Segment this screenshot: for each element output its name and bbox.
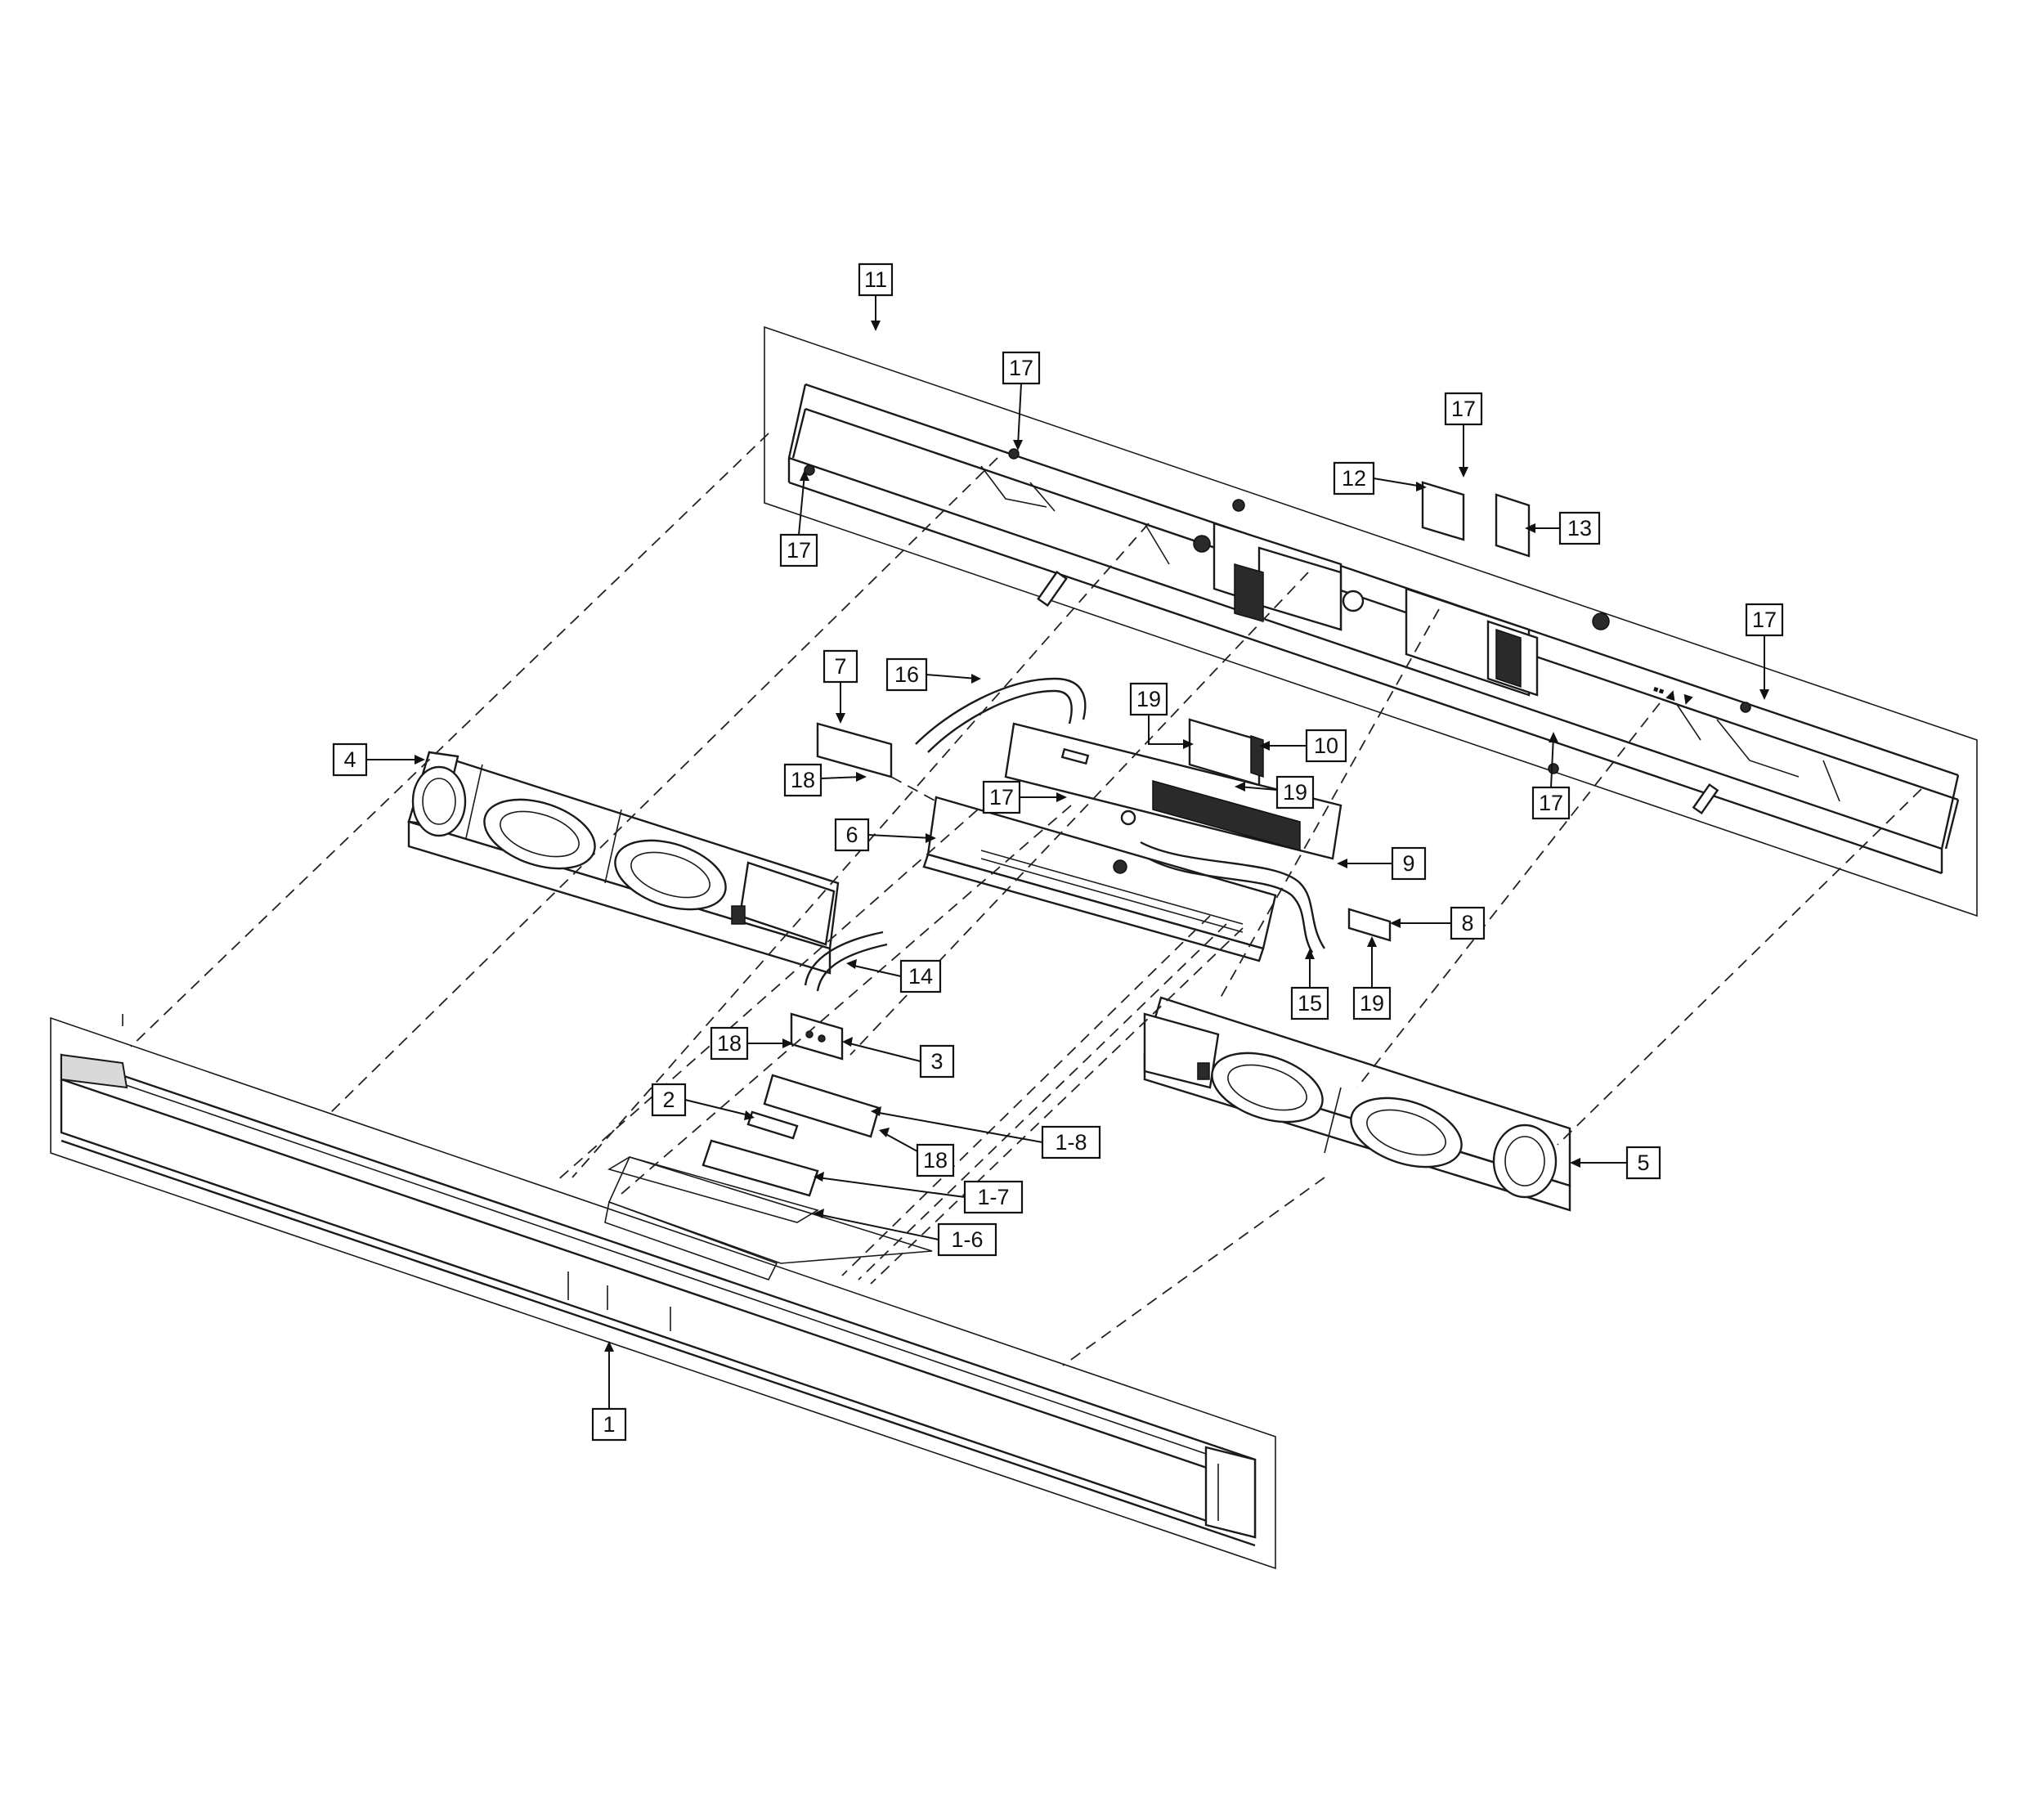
callout-19-right: 19 (1235, 775, 1315, 810)
svg-text:10: 10 (1314, 733, 1338, 758)
svg-text:17: 17 (1539, 791, 1563, 815)
svg-text:18: 18 (717, 1031, 742, 1056)
callout-1-8: 1-8 (871, 1106, 1101, 1159)
callout-17-top: 17 (1002, 351, 1041, 451)
svg-text:15: 15 (1298, 991, 1322, 1016)
svg-text:1-6: 1-6 (951, 1227, 983, 1252)
cable-16 (915, 677, 1087, 745)
svg-text:17: 17 (787, 538, 811, 563)
callout-1-6: 1-6 (814, 1209, 997, 1257)
callout-9: 9 (1337, 846, 1427, 881)
callout-18-lower: 18 (879, 1128, 955, 1177)
svg-text:13: 13 (1567, 516, 1592, 540)
panel-1-7 (702, 1139, 819, 1197)
callout-8: 8 (1390, 906, 1486, 940)
callout-4: 4 (332, 742, 425, 777)
callout-5: 5 (1570, 1146, 1661, 1180)
svg-text:1-7: 1-7 (977, 1185, 1009, 1209)
callout-2: 2 (651, 1083, 755, 1120)
svg-text:19: 19 (1136, 687, 1161, 711)
svg-text:2: 2 (662, 1088, 675, 1112)
callout-6: 6 (834, 818, 936, 852)
svg-text:16: 16 (894, 662, 919, 687)
svg-text:5: 5 (1637, 1150, 1649, 1175)
svg-text:12: 12 (1342, 466, 1366, 491)
svg-text:18: 18 (791, 768, 815, 792)
svg-text:8: 8 (1461, 911, 1473, 935)
svg-text:4: 4 (343, 747, 356, 772)
svg-text:19: 19 (1360, 991, 1384, 1016)
callout-19-left: 18 (783, 763, 867, 797)
board-13 (1495, 493, 1531, 558)
cable-15 (1140, 841, 1325, 949)
callout-19-lower: 19 (1352, 936, 1392, 1020)
rear-cover-assembly: ▪▪▲▼ (764, 325, 1978, 917)
callout-14: 14 (846, 959, 942, 993)
connector-8 (1347, 908, 1392, 942)
callout-16: 16 (885, 657, 981, 692)
callout-3: 3 (842, 1037, 955, 1079)
svg-text:17: 17 (1451, 397, 1476, 421)
svg-text:3: 3 (930, 1049, 943, 1074)
svg-text:11: 11 (864, 267, 887, 292)
svg-text:17: 17 (989, 785, 1014, 810)
board-7 (816, 722, 893, 778)
callout-12: 12 (1333, 461, 1427, 496)
svg-text:9: 9 (1402, 851, 1414, 876)
cable-14 (804, 931, 884, 986)
callout-17-left: 17 (779, 470, 818, 567)
callout-10: 10 (1259, 729, 1347, 763)
callout-11: 11 (858, 262, 894, 331)
panel-1-8 (763, 1074, 881, 1138)
board-12 (1421, 481, 1465, 541)
front-bar-assembly (50, 1014, 1276, 1570)
left-speaker-unit (407, 751, 840, 975)
svg-text:7: 7 (834, 654, 846, 679)
svg-text:17: 17 (1752, 608, 1777, 632)
svg-text:18: 18 (923, 1148, 948, 1173)
main-chassis (922, 722, 1342, 962)
svg-text:1: 1 (603, 1412, 615, 1437)
callout-17-right-top: 17 (1444, 392, 1483, 478)
callout-15: 15 (1290, 949, 1329, 1020)
svg-text:17: 17 (1009, 356, 1033, 380)
board-10 (1188, 718, 1261, 787)
right-speaker-unit (1143, 996, 1571, 1212)
svg-text:6: 6 (845, 823, 858, 847)
callout-13: 13 (1525, 511, 1601, 545)
board-3 (790, 1012, 844, 1061)
callout-17-lower-right: 17 (1531, 732, 1571, 820)
svg-text:19: 19 (1283, 780, 1307, 805)
callout-7: 7 (823, 649, 858, 724)
panel-1-6 (607, 1156, 819, 1223)
callout-18-left: 18 (710, 1026, 793, 1061)
callout-1: 1 (591, 1341, 627, 1442)
button-2 (746, 1110, 799, 1140)
callout-labels: 11 17 17 17 12 (332, 262, 1784, 1442)
svg-text:14: 14 (908, 964, 933, 989)
callout-17-far-right: 17 (1745, 603, 1784, 700)
callout-18-chassis: 17 (982, 780, 1067, 814)
callout-19-top: 19 (1129, 682, 1194, 749)
callout-1-7: 1-7 (814, 1172, 1024, 1214)
svg-text:1-8: 1-8 (1055, 1130, 1087, 1155)
